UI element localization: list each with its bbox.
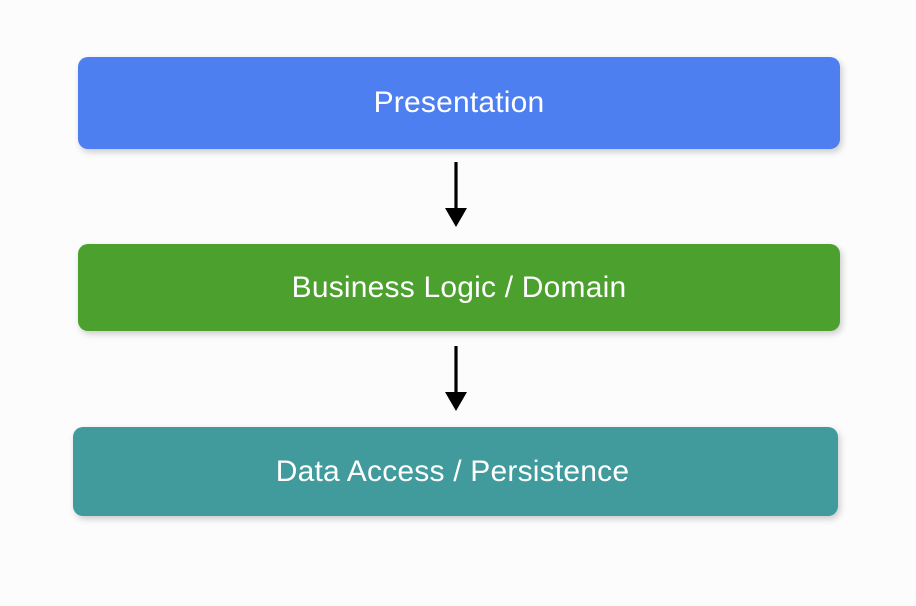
layer-box-business-logic[interactable]: Business Logic / Domain xyxy=(78,244,840,331)
down-arrow-icon xyxy=(445,346,467,411)
down-arrow-icon xyxy=(445,162,467,227)
layer-box-presentation[interactable]: Presentation xyxy=(78,57,840,149)
arrow-presentation-to-business-logic xyxy=(434,160,478,228)
layer-label-presentation: Presentation xyxy=(373,86,545,119)
layer-label-business-logic: Business Logic / Domain xyxy=(291,270,627,304)
layer-box-data-access[interactable]: Data Access / Persistence xyxy=(73,427,838,516)
arrow-business-logic-to-data-access xyxy=(434,344,478,412)
layer-label-data-access: Data Access / Persistence xyxy=(275,454,630,488)
